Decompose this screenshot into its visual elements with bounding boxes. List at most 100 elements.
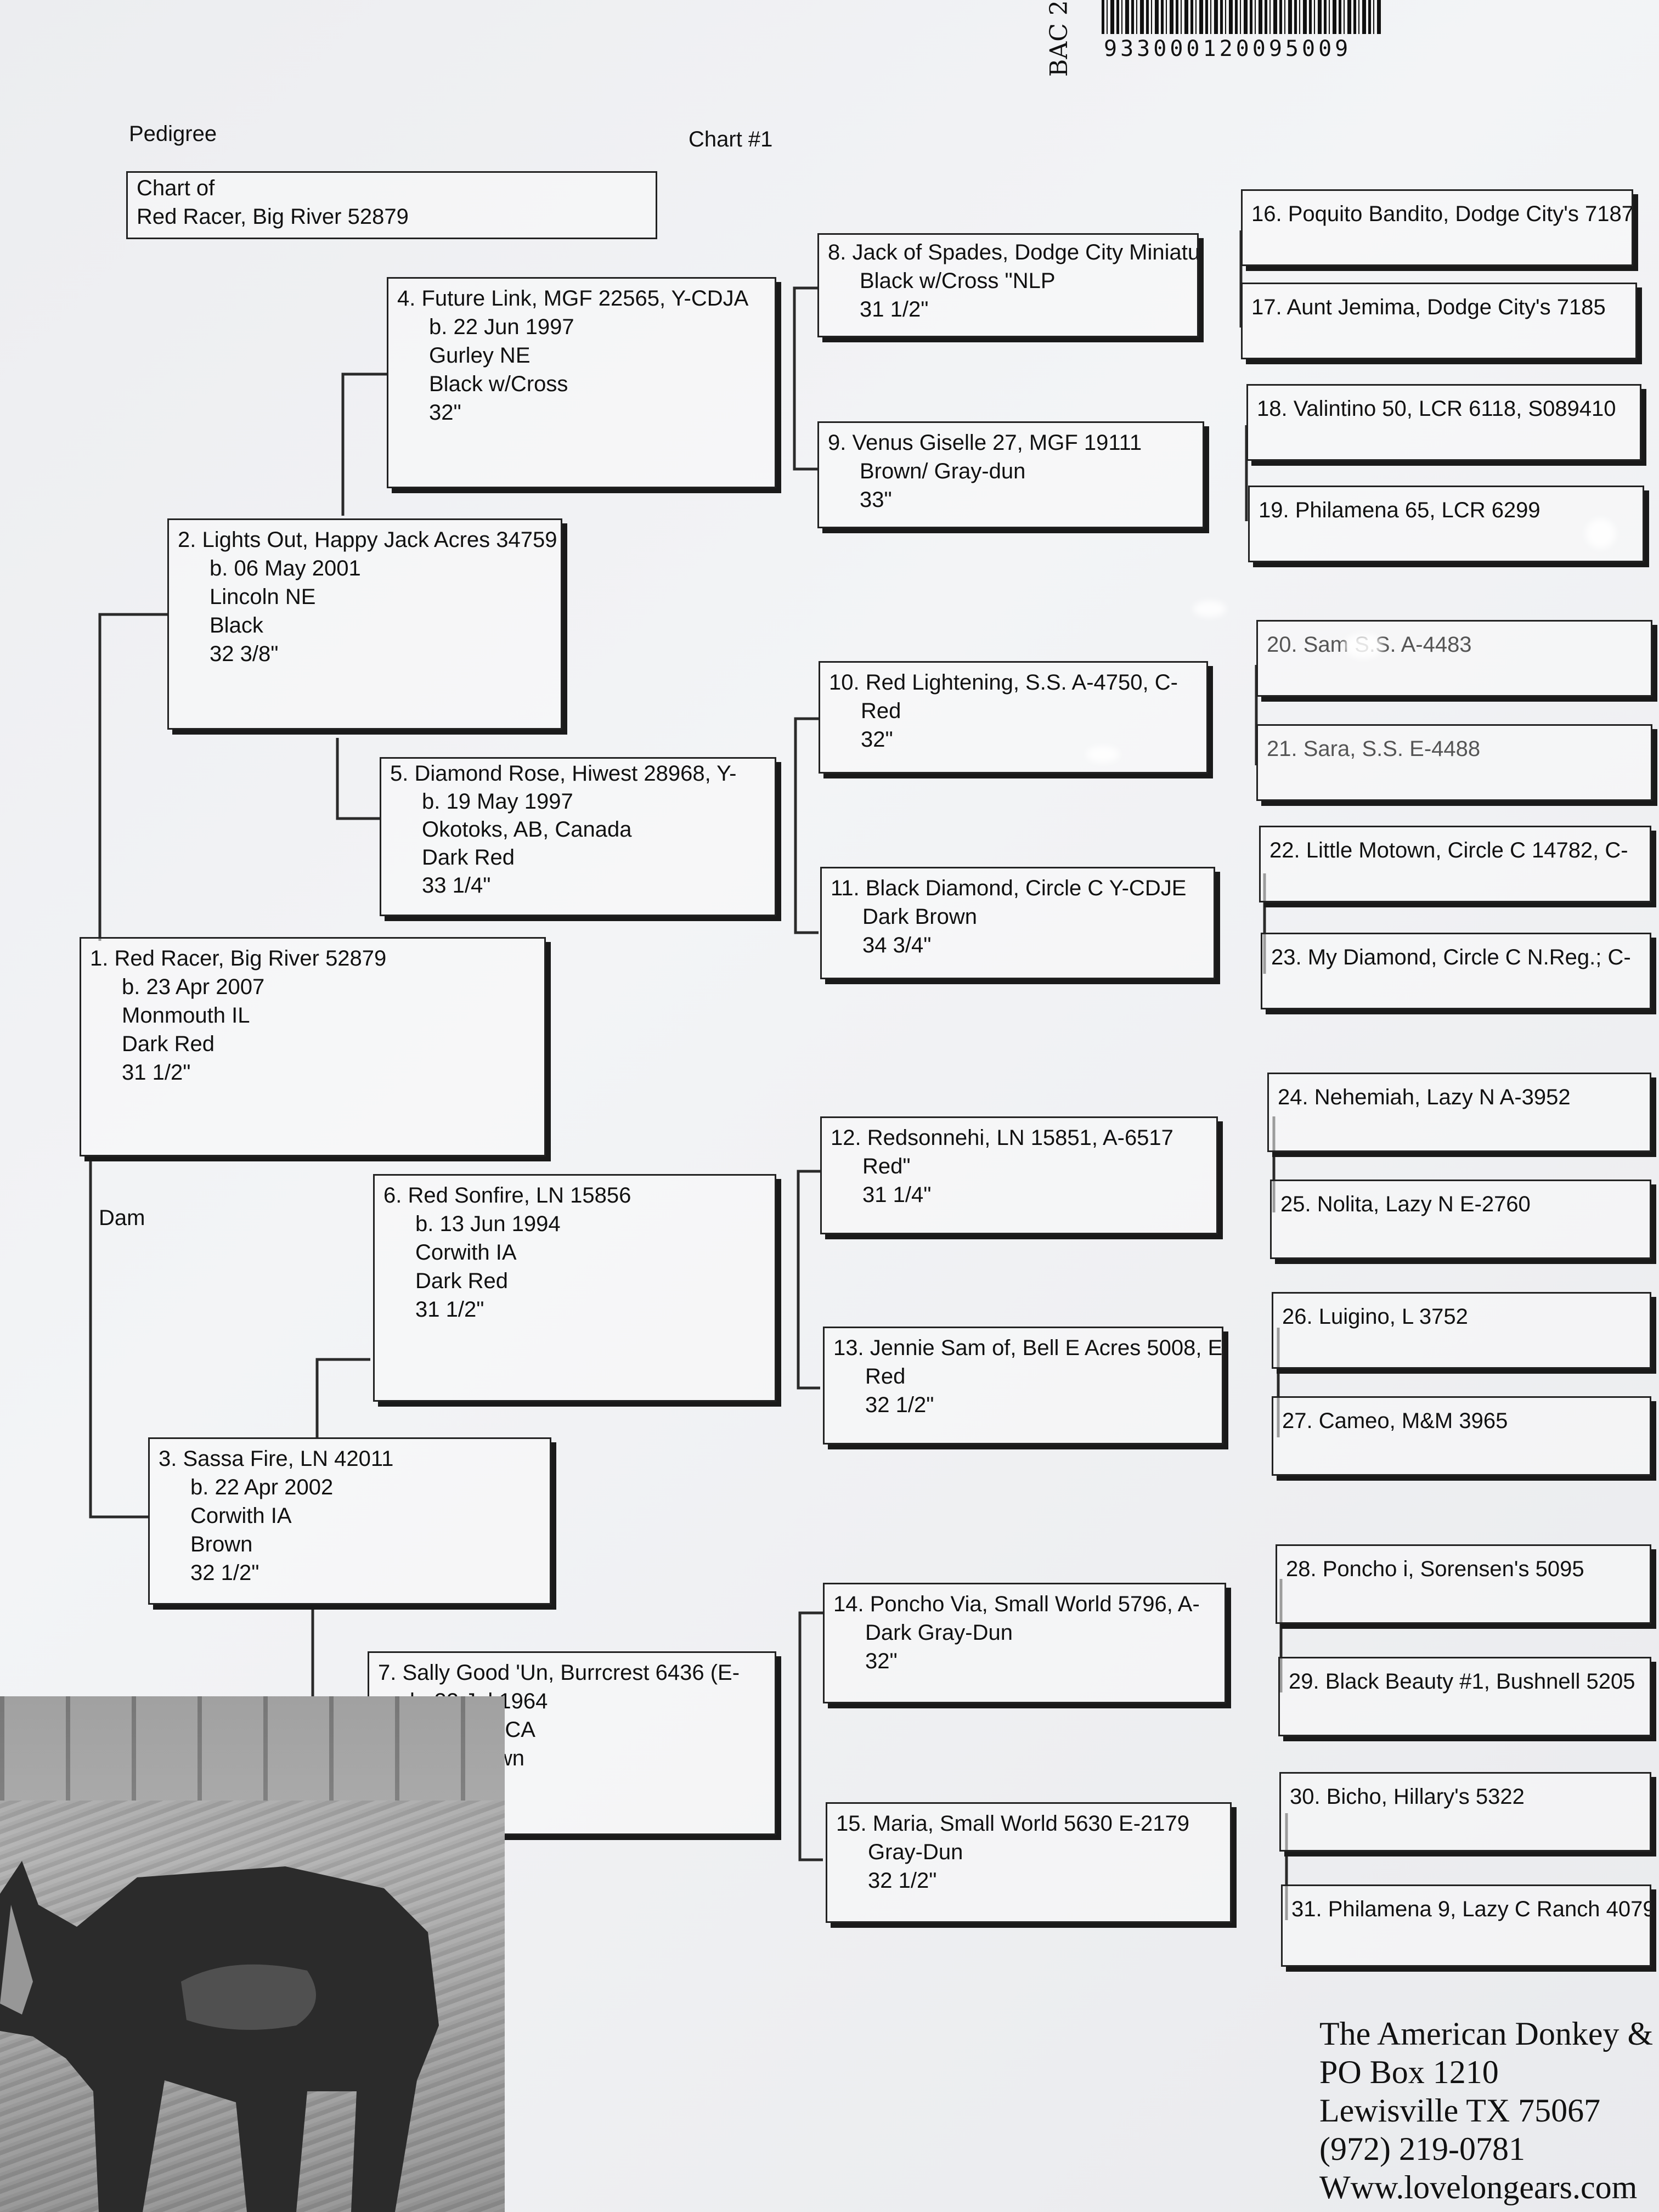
animal-1-place: Monmouth IL [122,1003,250,1028]
animal-2-height: 32 3/8" [210,642,279,666]
animal-23-box: 23. My Diamond, Circle C N.Reg.; C- [1261,933,1651,1009]
animal-30-box: 30. Bicho, Hillary's 5322 [1279,1772,1651,1852]
animal-4-place: Gurley NE [429,343,531,368]
animal-19-name: 19. Philamena 65, LCR 6299 [1259,498,1541,522]
connector-6-12-13 [797,1170,820,1390]
animal-20-name: 20. Sam S.S. A-4483 [1267,633,1472,657]
animal-1-name: 1. Red Racer, Big River 52879 [90,946,387,970]
chart-of-box: Chart of Red Racer, Big River 52879 [126,171,657,239]
animal-31-box: 31. Philamena 9, Lazy C Ranch 4079 [1281,1884,1651,1967]
animal-3-box: 3. Sassa Fire, LN 42011 b. 22 Apr 2002 C… [148,1437,551,1605]
connector-1-3 [89,1155,149,1519]
animal-4-box: 4. Future Link, MGF 22565, Y-CDJA b. 22 … [387,277,776,488]
animal-25-box: 25. Nolita, Lazy N E-2760 [1270,1180,1651,1259]
animal-17-box: 17. Aunt Jemima, Dodge City's 7185 [1241,283,1637,359]
glare-reflection [1344,634,1383,658]
animal-16-box: 16. Poquito Bandito, Dodge City's 7187 [1241,189,1633,266]
connector-7-14-15 [798,1611,823,1861]
animal-3-place: Corwith IA [190,1504,292,1528]
connector-3-7 [311,1607,368,1708]
animal-3-color: Brown [190,1532,253,1556]
association-phone: (972) 219-0781 [1319,2131,1525,2167]
animal-26-box: 26. Luigino, L 3752 [1272,1292,1651,1369]
animal-27-name: 27. Cameo, M&M 3965 [1282,1409,1508,1433]
animal-8-name: 8. Jack of Spades, Dodge City Miniatures [828,240,1199,264]
animal-14-name: 14. Poncho Via, Small World 5796, A- [833,1592,1200,1616]
animal-28-name: 28. Poncho i, Sorensen's 5095 [1286,1557,1584,1581]
animal-10-box: 10. Red Lightening, S.S. A-4750, C- Red … [819,661,1208,774]
animal-12-name: 12. Redsonnehi, LN 15851, A-6517 [831,1126,1173,1150]
animal-24-box: 24. Nehemiah, Lazy N A-3952 [1267,1073,1651,1152]
animal-14-height: 32" [865,1649,898,1673]
animal-8-box: 8. Jack of Spades, Dodge City Miniatures… [817,233,1199,337]
animal-11-color: Dark Brown [862,905,977,929]
animal-15-height: 32 1/2" [868,1869,937,1893]
animal-18-box: 18. Valintino 50, LCR 6118, S089410 [1246,384,1641,461]
animal-5-color: Dark Red [422,845,515,870]
animal-11-box: 11. Black Diamond, Circle C Y-CDJE Dark … [820,867,1215,979]
animal-5-place: Okotoks, AB, Canada [422,817,632,842]
chart-of-label: Chart of [137,176,215,200]
animal-9-name: 9. Venus Giselle 27, MGF 19111 [828,431,1142,455]
animal-3-name: 3. Sassa Fire, LN 42011 [159,1447,394,1471]
donkey-silhouette [0,1861,439,2212]
animal-28-box: 28. Poncho i, Sorensen's 5095 [1276,1544,1651,1624]
animal-22-name: 22. Little Motown, Circle C 14782, C- [1269,838,1628,862]
animal-8-color: Black w/Cross "NLP [860,269,1056,293]
animal-11-height: 34 3/4" [862,933,932,957]
association-address: The American Donkey & PO Box 1210 Lewisv… [1319,2015,1653,2207]
animal-20-box: 20. Sam S.S. A-4483 [1256,620,1652,697]
animal-4-name: 4. Future Link, MGF 22565, Y-CDJA [397,286,749,311]
photo-fence [0,1696,505,1801]
animal-24-name: 24. Nehemiah, Lazy N A-3952 [1278,1085,1571,1109]
animal-7-name: 7. Sally Good 'Un, Burrcrest 6436 (E- [378,1661,740,1685]
animal-2-color: Black [210,613,263,637]
animal-26-name: 26. Luigino, L 3752 [1282,1305,1468,1329]
animal-6-birth: b. 13 Jun 1994 [415,1212,561,1236]
animal-31-name: 31. Philamena 9, Lazy C Ranch 4079 [1291,1897,1651,1921]
animal-8-height: 31 1/2" [860,297,929,321]
glare-reflection [1585,518,1616,549]
animal-13-height: 32 1/2" [865,1393,934,1417]
barcode [1102,0,1383,34]
animal-2-box: 2. Lights Out, Happy Jack Acres 34759 b.… [167,518,562,730]
animal-2-name: 2. Lights Out, Happy Jack Acres 34759 [178,528,557,552]
animal-2-birth: b. 06 May 2001 [210,556,361,580]
animal-13-name: 13. Jennie Sam of, Bell E Acres 5008, E- [833,1336,1223,1360]
animal-22-box: 22. Little Motown, Circle C 14782, C- [1259,826,1651,902]
animal-6-name: 6. Red Sonfire, LN 15856 [383,1183,631,1207]
animal-5-name: 5. Diamond Rose, Hiwest 28968, Y- [390,761,737,786]
chart-number: Chart #1 [689,127,773,151]
animal-1-height: 31 1/2" [122,1060,191,1085]
animal-14-box: 14. Poncho Via, Small World 5796, A- Dar… [823,1583,1226,1703]
animal-15-name: 15. Maria, Small World 5630 E-2179 [836,1812,1190,1836]
animal-11-name: 11. Black Diamond, Circle C Y-CDJE [831,876,1187,900]
glare-reflection [1193,601,1226,617]
animal-4-height: 32" [429,400,461,425]
animal-5-birth: b. 19 May 1997 [422,789,573,814]
animal-6-color: Dark Red [415,1269,508,1293]
pedigree-label: Pedigree [129,122,217,146]
animal-27-box: 27. Cameo, M&M 3965 [1272,1396,1651,1476]
animal-4-birth: b. 22 Jun 1997 [429,315,574,339]
barcode-number: 933000120095009 [1104,36,1352,61]
connector-1-2 [98,613,167,941]
connector-2-5 [336,738,380,820]
animal-15-box: 15. Maria, Small World 5630 E-2179 Gray-… [826,1802,1232,1923]
animal-3-birth: b. 22 Apr 2002 [190,1475,334,1499]
animal-13-color: Red [865,1364,906,1389]
animal-25-name: 25. Nolita, Lazy N E-2760 [1280,1192,1531,1216]
animal-19-box: 19. Philamena 65, LCR 6299 [1248,486,1644,562]
animal-1-box: 1. Red Racer, Big River 52879 b. 23 Apr … [80,937,546,1156]
animal-5-box: 5. Diamond Rose, Hiwest 28968, Y- b. 19 … [380,757,776,916]
animal-10-height: 32" [861,727,893,752]
animal-29-box: 29. Black Beauty #1, Bushnell 5205 [1278,1657,1651,1736]
connector-5-10-11 [794,717,819,934]
dam-label: Dam [99,1206,145,1230]
animal-14-color: Dark Gray-Dun [865,1621,1013,1645]
animal-29-name: 29. Black Beauty #1, Bushnell 5205 [1289,1669,1635,1694]
animal-5-height: 33 1/4" [422,873,491,898]
animal-1-color: Dark Red [122,1032,215,1056]
